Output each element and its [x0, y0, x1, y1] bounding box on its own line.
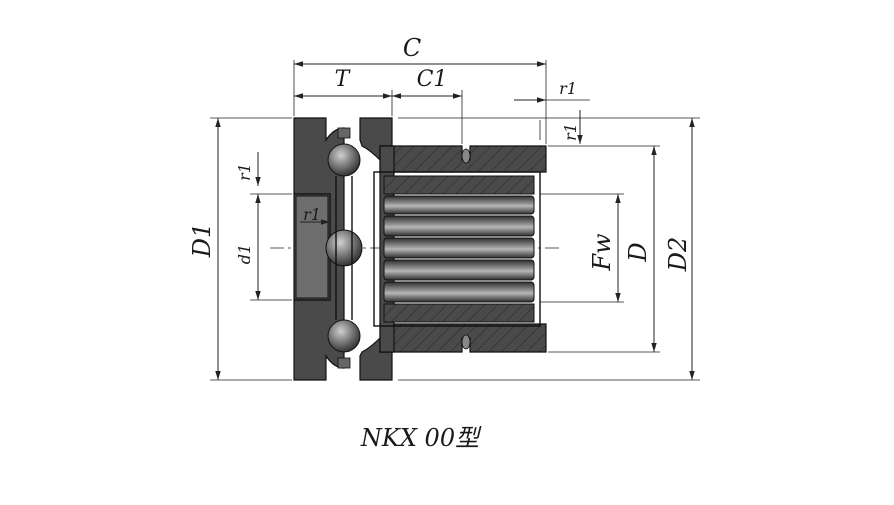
label-r1-right: r1 [561, 123, 580, 141]
label-r1-left: r1 [235, 163, 254, 181]
needle-roller-5 [383, 281, 535, 303]
ball-top [327, 143, 361, 177]
label-C1: C1 [417, 67, 448, 92]
thrust-washer-middle-bottom [359, 336, 393, 381]
label-C: C [403, 34, 421, 62]
cage-band-bottom [383, 303, 535, 323]
shaft-face [295, 195, 329, 299]
needle-roller-1 [383, 195, 535, 215]
roller-cage [373, 171, 541, 327]
needle-roller-3 [383, 237, 535, 259]
label-r1-inner: r1 [303, 205, 321, 224]
cage-band-top [383, 175, 535, 195]
label-r1-top: r1 [559, 79, 577, 98]
label-D2: D2 [664, 237, 692, 273]
label-Fw: Fw [588, 233, 616, 272]
label-D: D [624, 242, 652, 262]
dimension-lines [215, 61, 695, 380]
label-d1: d1 [235, 244, 254, 264]
lube-hole-bottom [461, 334, 471, 350]
label-D1: D1 [188, 223, 216, 259]
witness-lines [210, 60, 700, 381]
thrust-washer-middle [359, 117, 393, 162]
ball-cage-top [337, 127, 351, 139]
ball-center [325, 229, 363, 267]
ball-bottom [327, 319, 361, 353]
label-T: T [335, 67, 352, 92]
needle-roller-4 [383, 259, 535, 281]
needle-roller-2 [383, 215, 535, 237]
lube-hole-top [461, 148, 471, 164]
diagram-caption: NKX 00型 [360, 424, 482, 452]
ball-cage-bottom [337, 357, 351, 369]
